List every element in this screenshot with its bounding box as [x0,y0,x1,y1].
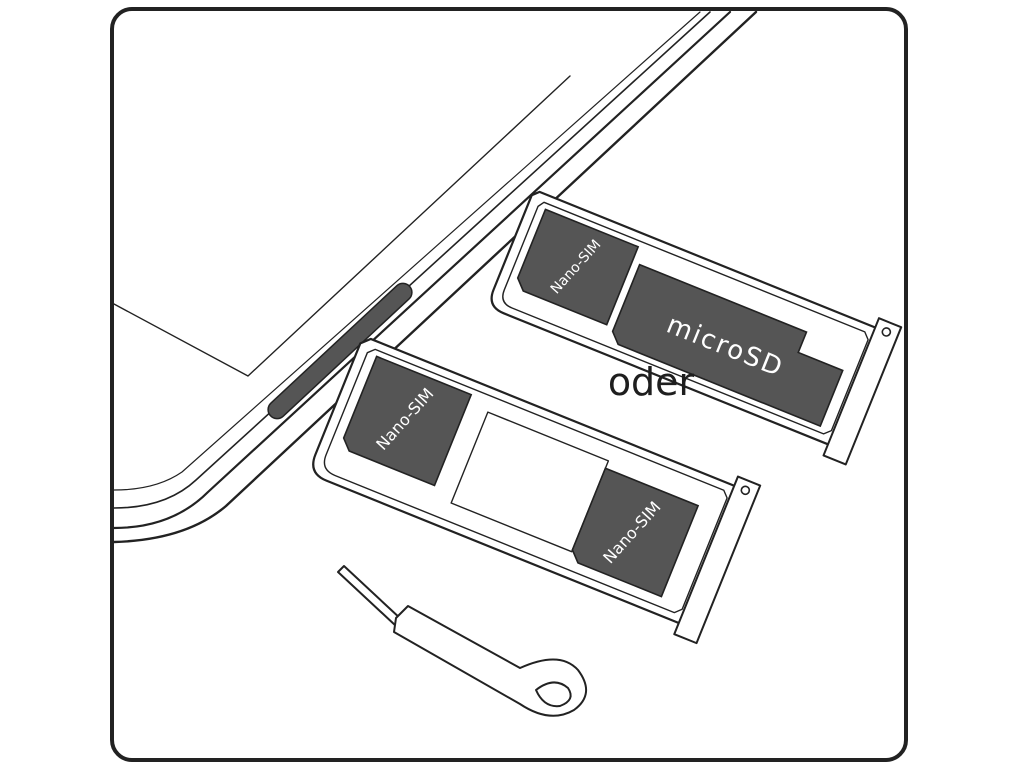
tray-dual-nanosim: Nano-SIM Nano-SIM [312,337,762,645]
tray-nanosim-microsd: Nano-SIM microSD [490,190,903,466]
tray-bottom-nanosim-card-2: Nano-SIM [571,467,700,598]
sim-ejector-pin-icon [337,565,587,717]
tray-top-nanosim-card: Nano-SIM [516,208,640,326]
tray-top-microsd-card: microSD [611,263,844,428]
phone-body [112,10,758,544]
separator-oder: oder [608,360,695,404]
tray-bottom-nanosim-card-1: Nano-SIM [342,355,473,487]
tray-slot-opening [267,282,413,420]
